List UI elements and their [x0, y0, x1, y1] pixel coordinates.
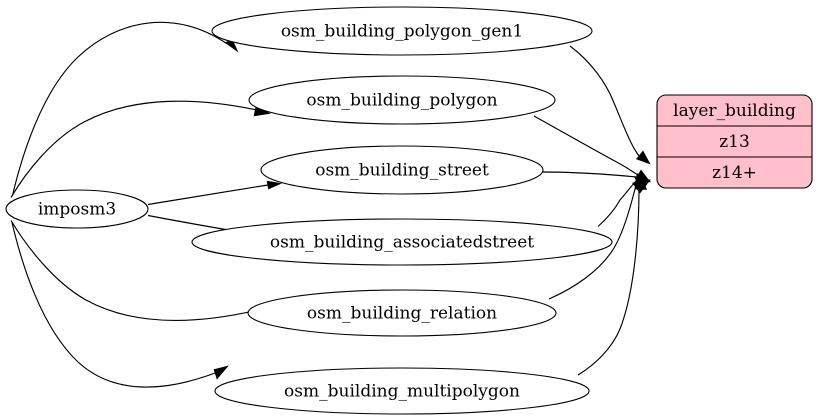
edge-line — [542, 171, 638, 178]
edge-line — [11, 222, 216, 388]
node-osm-building-street[interactable]: osm_building_street — [260, 145, 544, 195]
node-osm-building-multipolygon[interactable]: osm_building_multipolygon — [214, 367, 590, 415]
layer-row-z14[interactable]: z14+ — [712, 163, 757, 183]
edge-osm-building-multipolygon-to-z14 — [577, 175, 647, 376]
node-shape — [260, 145, 544, 195]
node-shape — [5, 189, 149, 229]
node-imposm3[interactable]: imposm3 — [5, 189, 149, 229]
node-osm-building-associatedstreet[interactable]: osm_building_associatedstreet — [191, 218, 613, 266]
node-label: imposm3 — [38, 200, 116, 220]
node-shape — [214, 367, 590, 415]
edge-line — [597, 179, 638, 227]
node-label: osm_building_street — [315, 161, 489, 181]
node-label: osm_building_associatedstreet — [270, 233, 534, 253]
edge-line — [577, 188, 640, 376]
node-shape — [211, 6, 593, 56]
arrowhead-icon — [266, 180, 283, 190]
node-shape — [248, 75, 556, 125]
node-label: osm_building_relation — [307, 304, 497, 324]
edge-imposm3-to-osm-building-polygon-gen1 — [11, 21, 239, 196]
edge-line — [548, 184, 637, 300]
edge-line — [533, 115, 639, 176]
node-label: osm_building_polygon_gen1 — [281, 22, 523, 42]
node-shape — [191, 218, 613, 266]
edge-imposm3-to-osm-building-polygon — [10, 100, 271, 198]
arrowhead-icon — [636, 150, 651, 165]
edge-line — [10, 220, 259, 321]
edge-group-tables-to-layer — [533, 45, 651, 376]
edge-imposm3-to-osm-building-street — [147, 180, 283, 206]
node-osm-building-relation[interactable]: osm_building_relation — [247, 289, 557, 337]
arrowhead-icon — [213, 365, 229, 380]
node-label: osm_building_polygon — [306, 91, 497, 111]
node-osm-building-polygon[interactable]: osm_building_polygon — [248, 75, 556, 125]
edge-line — [11, 21, 227, 196]
edge-osm-building-polygon-gen1-to-z13 — [569, 45, 651, 165]
edge-line — [10, 100, 258, 198]
node-shape — [247, 289, 557, 337]
edge-line — [569, 45, 640, 157]
node-layer-building[interactable]: layer_building z13 z14+ — [656, 94, 813, 189]
arrowhead-icon — [635, 175, 647, 190]
edge-line — [147, 184, 269, 206]
node-label: osm_building_multipolygon — [284, 382, 520, 402]
edge-osm-building-street-to-z14 — [542, 171, 651, 183]
layer-record-background — [656, 94, 813, 189]
edge-imposm3-to-osm-building-multipolygon — [11, 222, 229, 388]
layer-row-title[interactable]: layer_building — [673, 101, 796, 121]
node-osm-building-polygon-gen1[interactable]: osm_building_polygon_gen1 — [211, 6, 593, 56]
layer-row-z13[interactable]: z13 — [719, 132, 750, 152]
